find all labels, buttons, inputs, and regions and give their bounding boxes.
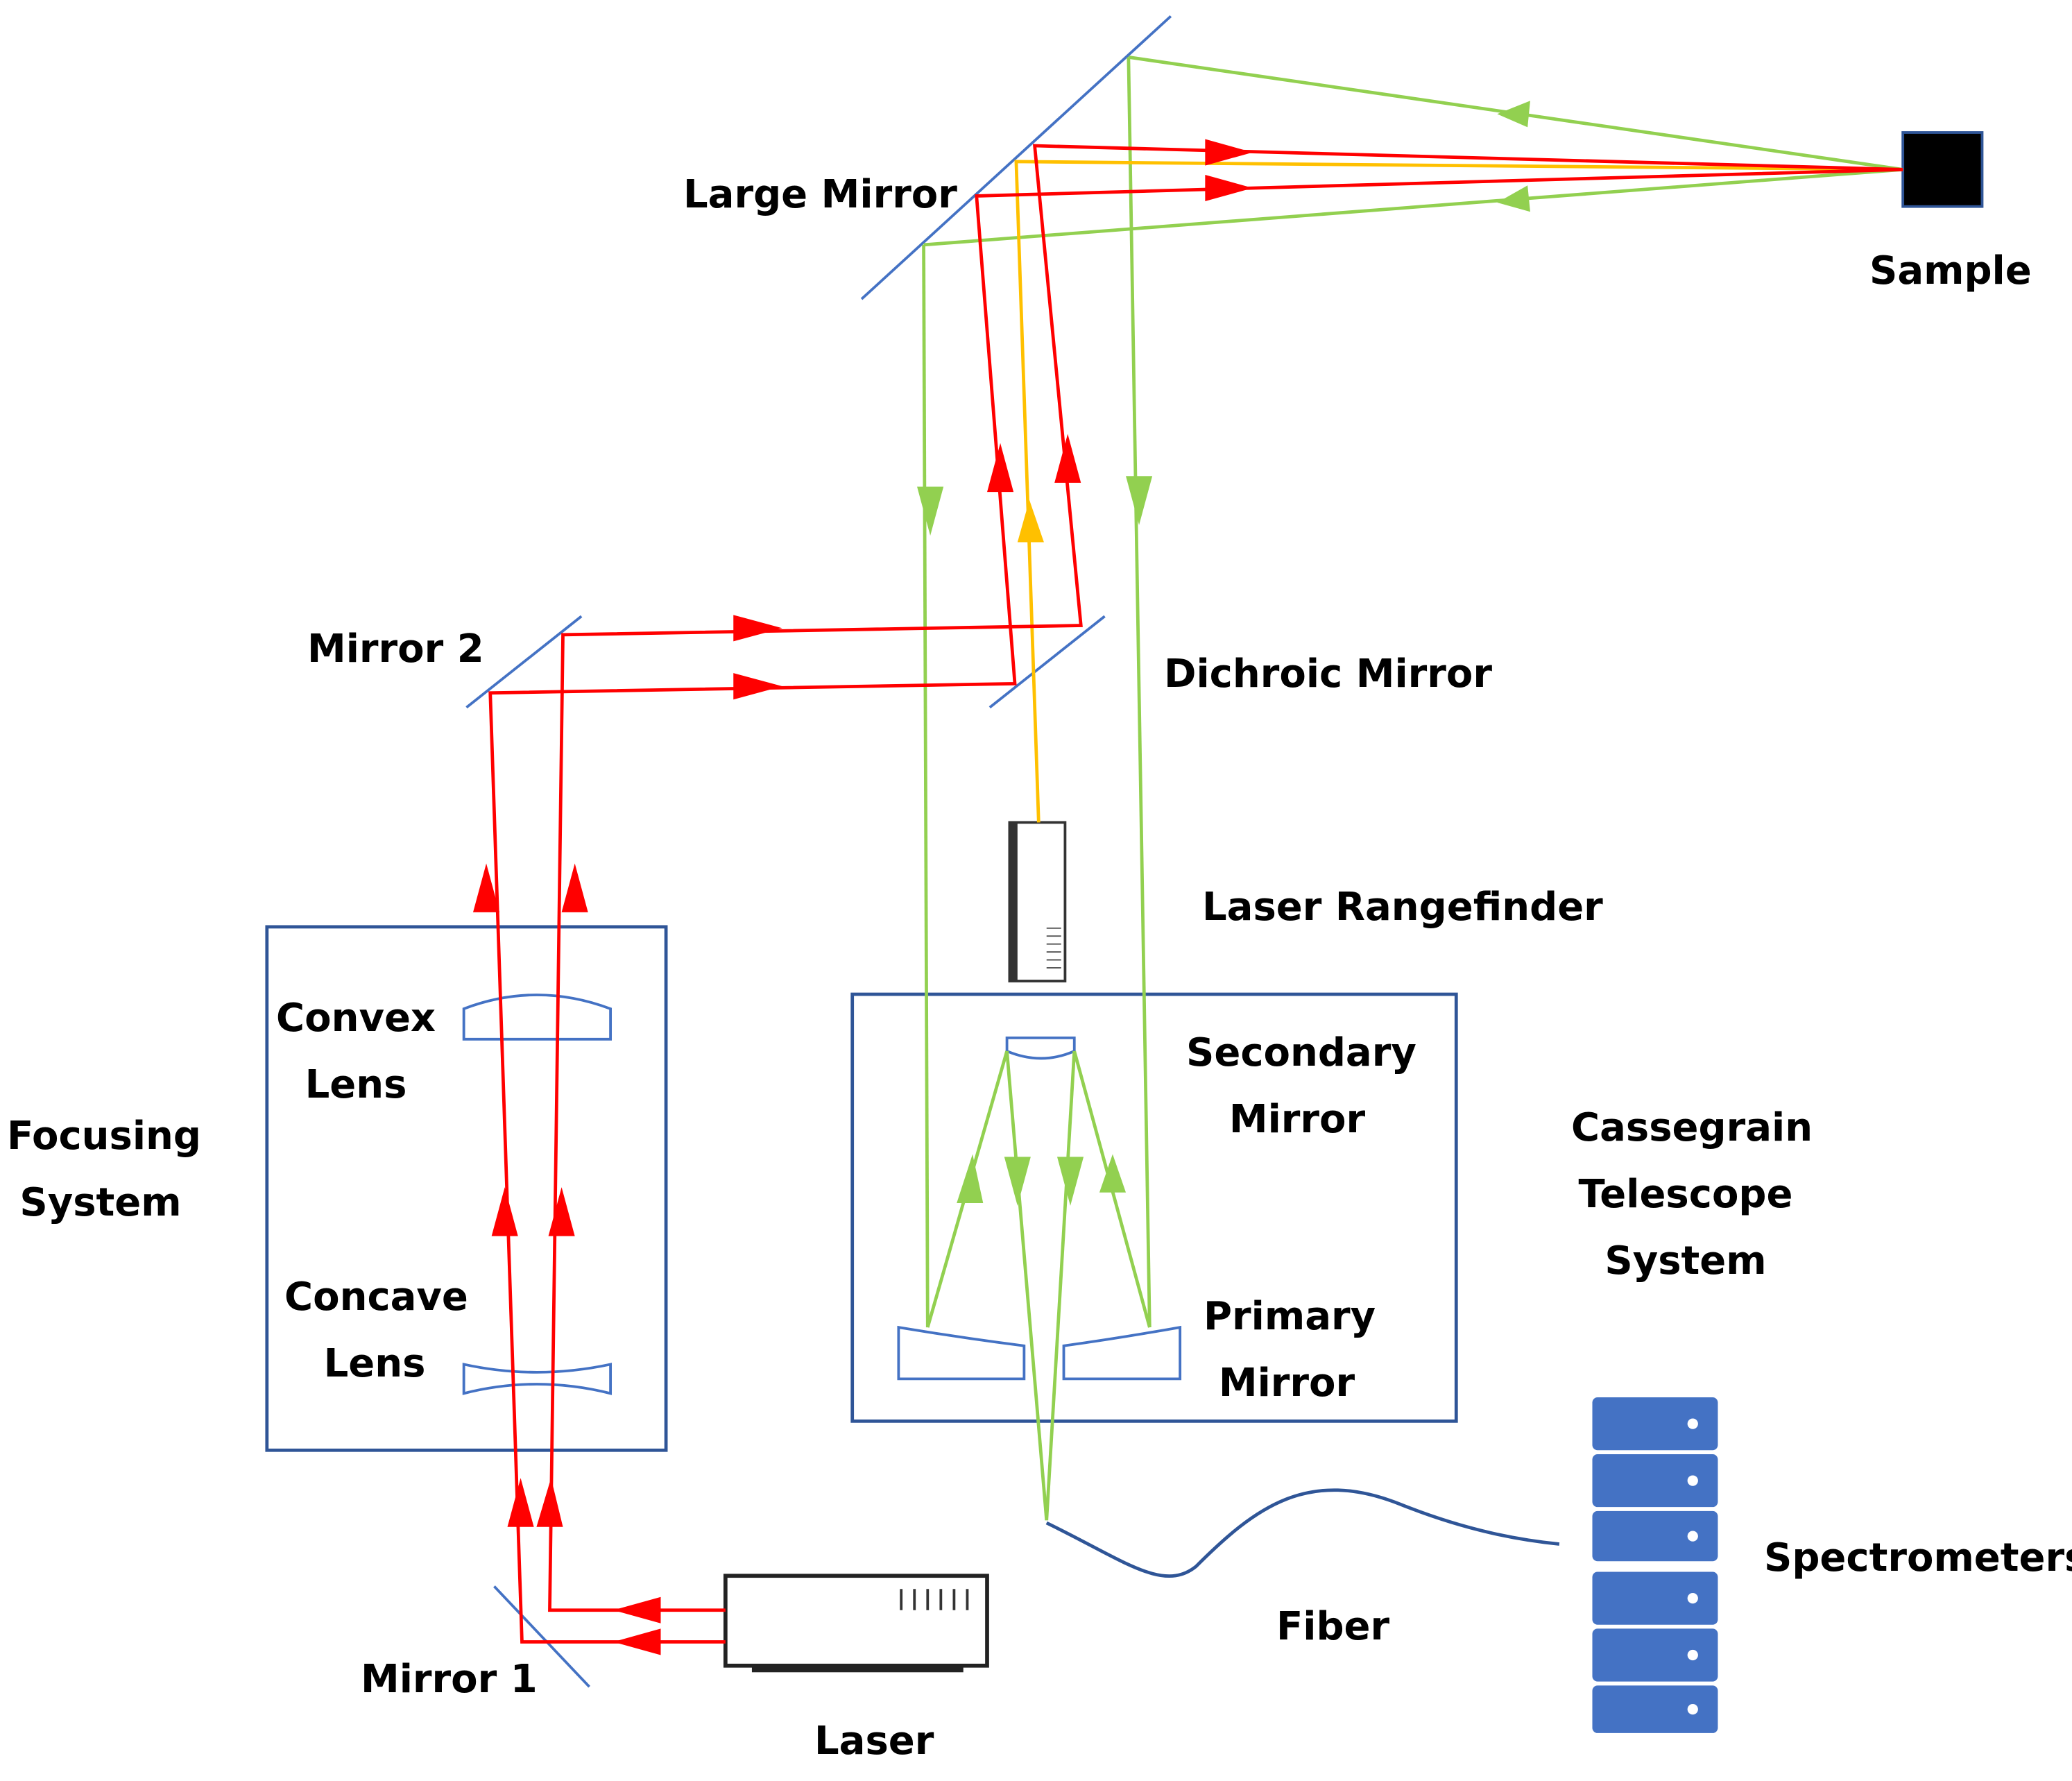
mirror-2-label: Mirror 2 bbox=[307, 627, 484, 672]
spectrometers-label: Spectrometers bbox=[1764, 1535, 2072, 1580]
sample-label: Sample bbox=[1869, 248, 2032, 293]
sample-block bbox=[1901, 131, 1984, 208]
rangefinder-arrow bbox=[1017, 500, 1044, 543]
laser-rangefinder-device bbox=[1008, 821, 1067, 982]
fiber-cable bbox=[1045, 1488, 1560, 1578]
spectrometers-stack bbox=[1592, 1397, 1718, 1733]
laser-rangefinder-label: Laser Rangefinder bbox=[1202, 885, 1603, 930]
large-mirror bbox=[860, 15, 1172, 300]
mirror-1-label: Mirror 1 bbox=[361, 1657, 538, 1702]
laser-beam-arrows bbox=[472, 139, 1253, 1655]
secondary-mirror bbox=[1005, 1036, 1076, 1060]
mirror-1 bbox=[493, 1585, 591, 1688]
primary-mirror-left bbox=[897, 1325, 1026, 1381]
return-light-paths bbox=[922, 56, 1903, 1521]
primary-mirror-right bbox=[1062, 1325, 1182, 1381]
convex-lens bbox=[462, 994, 613, 1041]
cassegrain-system-box bbox=[850, 992, 1458, 1423]
focusing-system-box bbox=[265, 925, 668, 1452]
fiber-label: Fiber bbox=[1276, 1604, 1390, 1649]
mirror-2 bbox=[465, 615, 583, 709]
rangefinder-beam bbox=[1014, 160, 1903, 823]
large-mirror-label: Large Mirror bbox=[683, 172, 957, 217]
laser-label: Laser bbox=[814, 1719, 934, 1764]
concave-lens bbox=[462, 1363, 613, 1395]
dichroic-mirror-label: Dichroic Mirror bbox=[1164, 651, 1492, 697]
dichroic-mirror bbox=[988, 615, 1106, 709]
return-light-arrows bbox=[917, 101, 1530, 1206]
laser-device bbox=[723, 1574, 989, 1673]
